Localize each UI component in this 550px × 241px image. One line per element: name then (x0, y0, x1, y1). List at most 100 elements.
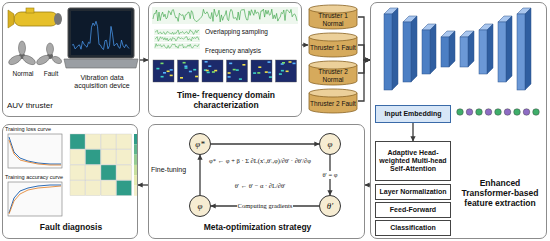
panel-title: Enhanced Transformer-based feature extra… (455, 179, 545, 208)
colorbar (134, 186, 137, 196)
flow-arrow (412, 123, 413, 141)
colorbar (134, 134, 137, 144)
matrix-cell (101, 165, 116, 180)
cnn-slab (384, 14, 392, 90)
spectrogram-spot (183, 62, 186, 64)
cnn-slab-side (487, 24, 493, 74)
auv-illustration (8, 8, 62, 28)
step-label: Frequency analysis (205, 47, 300, 54)
fault-diagnosis-panel: Fault diagnosis (2, 124, 138, 239)
vibration-signal (155, 44, 199, 49)
flow-arrow (302, 44, 308, 45)
node-label: Input Embedding (384, 110, 441, 118)
spectrogram-spot (156, 68, 159, 70)
spectrogram-spot (180, 77, 183, 79)
vibration-signal (153, 9, 297, 22)
token-dot (533, 109, 540, 116)
flow-arrow (138, 184, 148, 185)
node-label: Feed-Forward (390, 206, 436, 214)
token-dot (523, 109, 530, 116)
dataset-cylinder: Thruster 2 Fault (308, 88, 358, 114)
feature-extraction-panel: Enhanced Transformer-based feature extra… (370, 2, 547, 239)
spectrogram-spot (207, 72, 210, 74)
vibration-signal (155, 37, 199, 42)
cnn-slab (441, 37, 449, 67)
step-label: Overlapping sampling (205, 28, 300, 35)
spectrogram-spot (214, 70, 217, 72)
matrix-cell (86, 181, 101, 196)
parameter-circle: φ (319, 133, 341, 155)
flow-arrow (358, 45, 370, 60)
node-label: Thruster 1 Normal (310, 12, 356, 27)
cnn-slab (479, 30, 487, 74)
cnn-slab-side (449, 31, 455, 67)
edge-label: θ' = φ (322, 171, 339, 178)
flow-arrow (358, 60, 370, 101)
classification-box: Classification (375, 220, 451, 236)
part-label: Fault (38, 70, 64, 77)
spectrogram-spot (170, 69, 173, 71)
spectrogram-spot (279, 73, 282, 75)
spectrogram-spot (233, 69, 236, 71)
cnn-slab (460, 37, 468, 67)
spectrogram-tile (276, 60, 297, 82)
spectrogram-spot (170, 75, 173, 77)
cnn-slab-side (468, 31, 474, 67)
signal-window (154, 29, 200, 35)
spectrum-trace (72, 21, 129, 49)
spectrogram-spot (212, 71, 215, 73)
spectrogram-tile (153, 60, 174, 82)
token-dot (495, 109, 502, 116)
matrix-cell (70, 165, 85, 180)
spectrogram-spot (281, 70, 284, 72)
node-label: Layer Normalization (380, 188, 447, 196)
token-dot (466, 109, 473, 116)
propeller-normal (7, 41, 37, 67)
matrix-cell (70, 150, 85, 165)
node-label: φ* (195, 139, 204, 149)
spectrogram-spot (229, 63, 232, 65)
node-label: φ (198, 201, 203, 211)
spectrogram-spot (258, 66, 261, 68)
token-dot (476, 109, 483, 116)
edge-label: Computing gradients (237, 202, 294, 209)
matrix-cell (117, 181, 132, 196)
time-frequency-panel: Time- frequency domain characterization (148, 2, 302, 117)
panel-title: Time- frequency domain characterization (153, 91, 299, 111)
acquisition-laptop (64, 8, 138, 68)
panel-title: Fault diagnosis (7, 223, 135, 233)
node-label: Adaptive Head-weighted Multi-head Self-A… (379, 149, 447, 173)
colorbar (134, 175, 137, 185)
token-dot (457, 109, 464, 116)
signal-window (154, 43, 200, 49)
node-label: φ (328, 139, 333, 149)
update-formula: θ' ← θ' − α · ∂L/∂θ' (207, 182, 313, 189)
cnn-slab-side (506, 16, 512, 82)
spectrogram-spot (189, 71, 192, 73)
matrix-cell (86, 165, 101, 180)
matrix-cell (117, 165, 132, 180)
flow-arrow (140, 59, 148, 60)
norm-box: Layer Normalization (375, 184, 451, 200)
panel-title: AUV thruster (7, 101, 87, 110)
spectrogram-spot (242, 64, 245, 66)
spectrogram-spot (289, 61, 292, 63)
spectrogram-spot (257, 72, 260, 74)
spectrogram-spot (282, 62, 285, 64)
spectrogram-spot (208, 65, 211, 67)
token-dot (514, 109, 521, 116)
cnn-slab (403, 22, 411, 82)
flow-arrow (199, 155, 200, 195)
dataset-cylinder: Thruster 2 Normal (308, 60, 358, 86)
panel-title: Meta-optimization strategy (153, 223, 362, 233)
step-label: Fine-tuning (151, 166, 197, 174)
flow-arrow (358, 17, 370, 60)
attention-box: Adaptive Head-weighted Multi-head Self-A… (375, 141, 451, 181)
propeller-fault (35, 43, 63, 67)
spectrogram-spot (228, 76, 231, 78)
matrix-cell (70, 181, 85, 196)
cnn-slab-side (411, 16, 417, 82)
spectrogram-tile (178, 60, 199, 82)
spectrogram-spot (167, 71, 170, 73)
spectrogram-spot (193, 69, 196, 71)
